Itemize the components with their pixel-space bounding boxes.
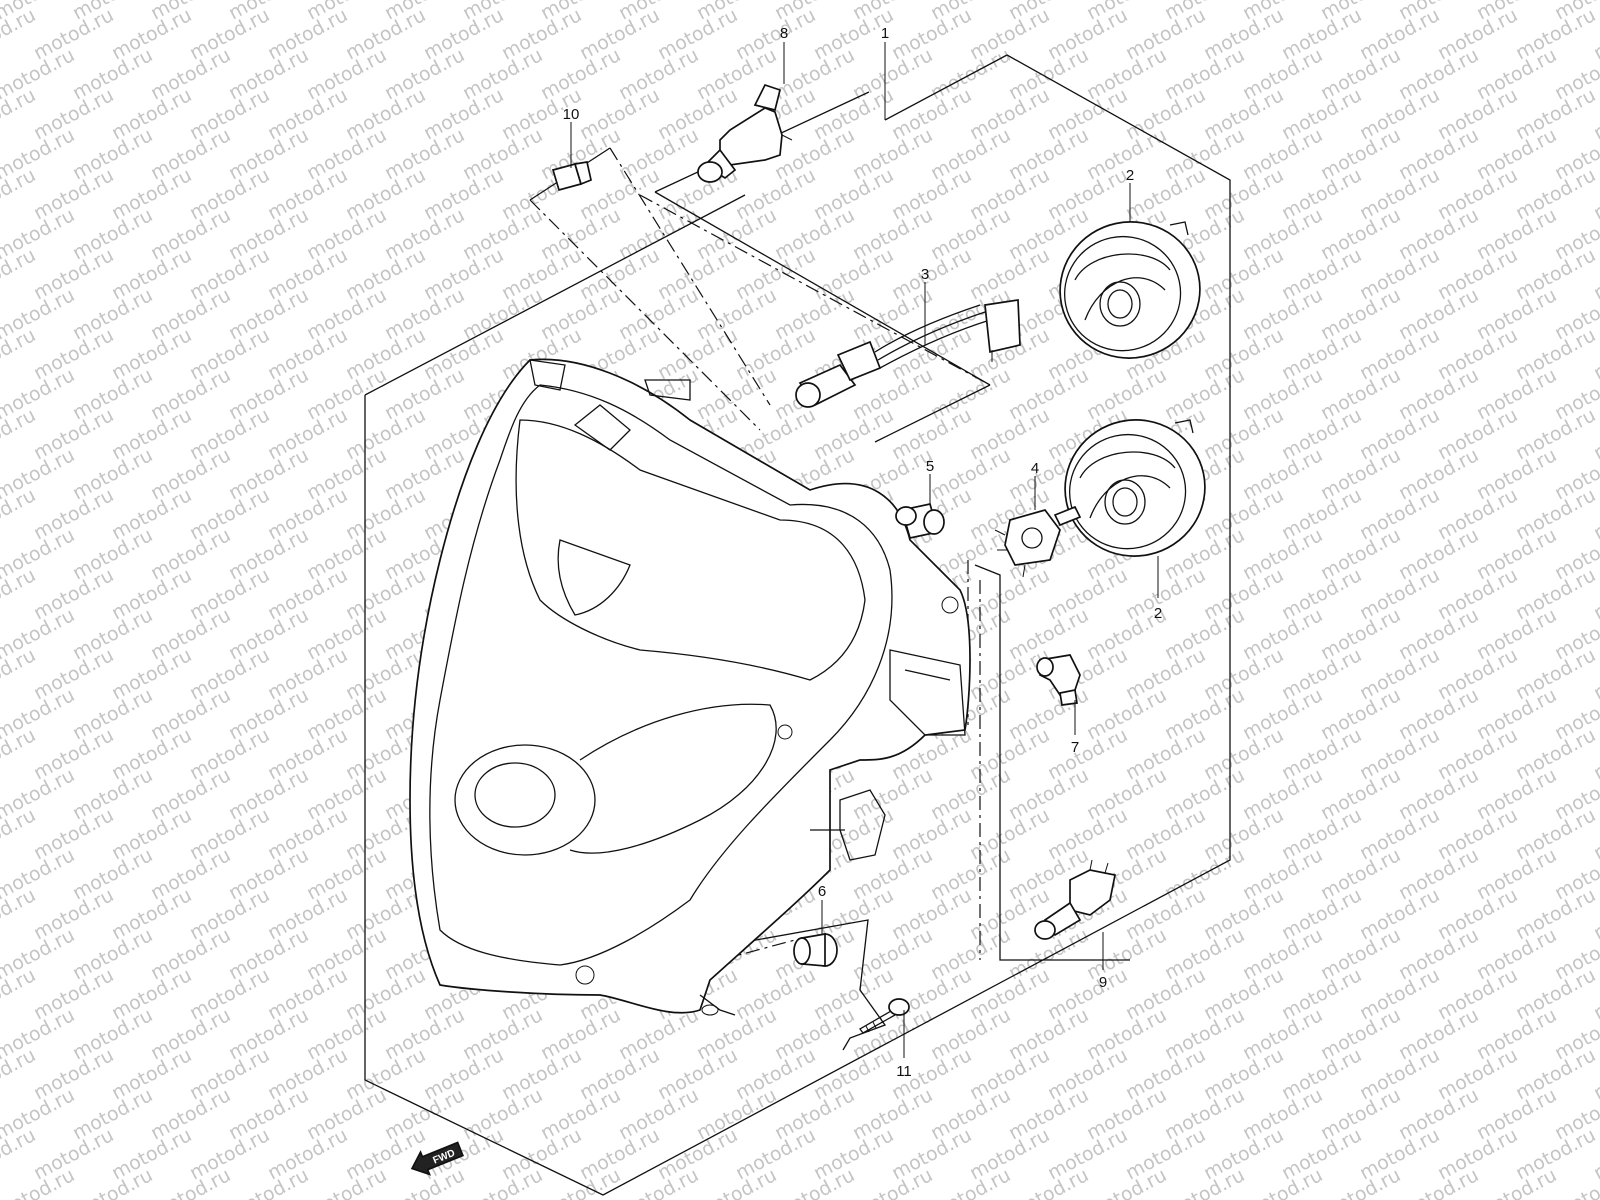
halogen-bulb-icon bbox=[697, 83, 793, 183]
rubber-cover-icon bbox=[895, 503, 945, 539]
bulb-socket-icon bbox=[994, 505, 1082, 578]
callout-8: 8 bbox=[780, 25, 788, 42]
callout-4: 4 bbox=[1031, 460, 1039, 477]
assembly-frame bbox=[364, 54, 1231, 1196]
callout-leaders bbox=[570, 42, 1159, 1058]
callout-10: 10 bbox=[563, 106, 580, 123]
callout-11: 11 bbox=[896, 1063, 912, 1080]
headlight-assembly-icon bbox=[409, 358, 971, 1016]
halogen-bulb-icon bbox=[551, 161, 592, 192]
halogen-bulb-icon bbox=[1034, 859, 1117, 940]
callout-3: 3 bbox=[921, 266, 929, 283]
callout-6: 6 bbox=[818, 883, 826, 900]
rubber-cover-icon bbox=[1064, 419, 1206, 557]
bulb-socket-icon bbox=[795, 299, 1021, 408]
callout-7: 7 bbox=[1071, 739, 1079, 756]
callout-labels: 1 8 10 2 3 5 4 2 7 6 9 11 bbox=[563, 25, 1163, 1080]
callout-5: 5 bbox=[926, 458, 934, 475]
callout-2-lower: 2 bbox=[1154, 605, 1162, 622]
callout-9: 9 bbox=[1099, 974, 1107, 991]
rubber-cover-icon bbox=[793, 932, 838, 967]
callout-1: 1 bbox=[881, 25, 889, 42]
callout-2-upper: 2 bbox=[1126, 167, 1134, 184]
bulb-socket-icon bbox=[1036, 654, 1081, 706]
rubber-cover-icon bbox=[1059, 221, 1201, 359]
